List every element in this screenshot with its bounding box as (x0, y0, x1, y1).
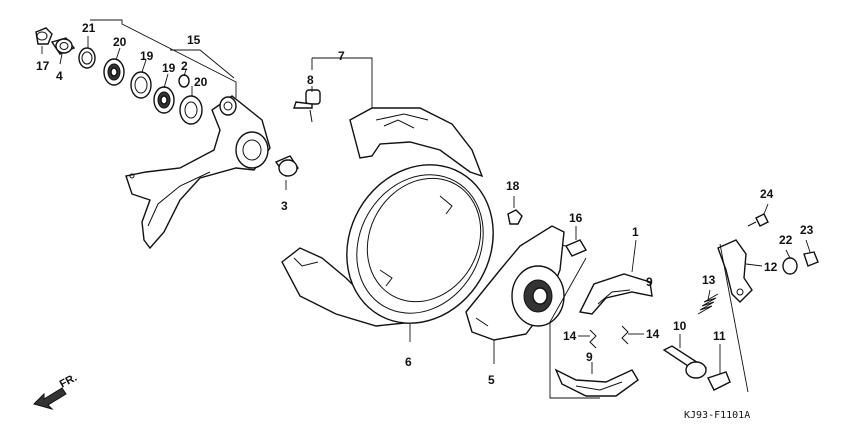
label-9b: 9 (586, 350, 593, 364)
leader-lines (41, 19, 811, 374)
label-15: 15 (187, 33, 201, 47)
label-21: 21 (82, 21, 96, 35)
label-24: 24 (760, 187, 774, 201)
label-22: 22 (779, 233, 793, 247)
label-3: 3 (281, 199, 288, 213)
part-12-brake-arm (717, 239, 753, 303)
part-7-tire (349, 107, 484, 178)
label-20b: 20 (194, 75, 208, 89)
part-19-bearing-a (130, 71, 152, 99)
label-19a: 19 (140, 49, 154, 63)
label-1: 1 (632, 225, 639, 239)
label-5: 5 (488, 373, 495, 387)
part-19-bearing-b (153, 86, 175, 114)
part-8-valve (293, 89, 321, 123)
label-7: 7 (338, 49, 345, 63)
label-14a: 14 (563, 329, 577, 343)
label-23: 23 (800, 223, 814, 237)
part-4-collar (50, 37, 76, 55)
label-12: 12 (764, 260, 778, 274)
front-direction-arrow: FR. (33, 372, 79, 410)
label-19b: 19 (162, 61, 176, 75)
part-20-bearing-b (179, 95, 203, 125)
label-14b: 14 (646, 327, 660, 341)
part-22-nut (782, 257, 798, 275)
part-17-cap (35, 27, 53, 45)
part-23-nut (803, 251, 819, 267)
label-8: 8 (307, 73, 314, 87)
part-9-shoe-lower (554, 368, 639, 397)
front-direction-label: FR. (58, 372, 79, 391)
part-14-spring-b (621, 325, 629, 345)
part-24-bolt (747, 213, 769, 227)
label-18: 18 (506, 179, 520, 193)
figure-code: KJ93-F1101A (684, 410, 750, 421)
part-9-shoe-upper (578, 273, 653, 315)
part-14-spring-a (589, 329, 597, 349)
label-13: 13 (702, 273, 716, 287)
label-20a: 20 (113, 35, 127, 49)
part-1-brake-shoe-bracket (549, 257, 600, 399)
part-13-spring (697, 293, 719, 315)
label-2: 2 (181, 59, 188, 73)
label-16: 16 (569, 211, 583, 225)
part-10-cam (662, 345, 708, 379)
part-11-seal (707, 371, 731, 391)
label-4: 4 (56, 69, 63, 83)
part-2-spacer (178, 74, 190, 88)
label-10: 10 (673, 319, 687, 333)
label-9a: 9 (646, 275, 653, 289)
part-21-seal (78, 47, 96, 69)
label-6: 6 (405, 355, 412, 369)
part-6-rim (346, 164, 494, 324)
part-18-nut (507, 209, 523, 225)
part-5-brake-panel (465, 225, 565, 341)
callout-labels: 17 4 21 20 19 19 2 15 20 3 7 8 6 18 16 5… (36, 21, 814, 387)
label-17: 17 (36, 59, 50, 73)
label-11: 11 (713, 329, 726, 343)
part-20-bearing-a (103, 58, 125, 86)
part-3-rubber (274, 155, 299, 177)
part-12-bracket (719, 243, 749, 393)
swing-arm (125, 95, 271, 250)
